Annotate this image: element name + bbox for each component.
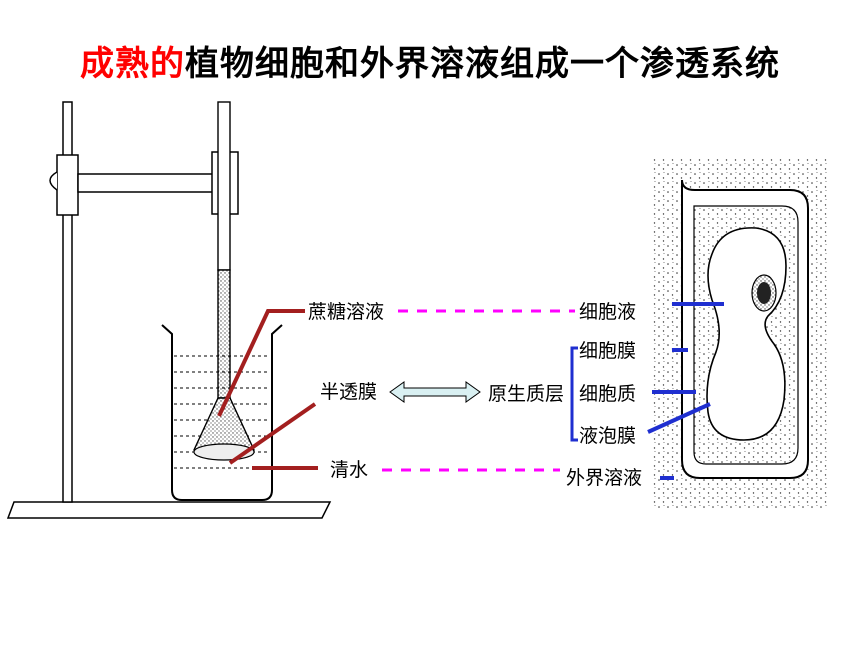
right-pointers <box>570 302 724 480</box>
label-sucrose-solution: 蔗糖溶液 <box>308 301 384 323</box>
plant-cell <box>652 158 827 508</box>
page-title: 成熟的植物细胞和外界溶液组成一个渗透系统 <box>0 36 860 85</box>
double-arrow-icon <box>389 381 481 403</box>
label-cell-sap: 细胞液 <box>579 301 636 323</box>
label-water: 清水 <box>330 459 368 481</box>
label-cell-membrane: 细胞膜 <box>579 340 636 362</box>
label-external-solution: 外界溶液 <box>566 467 642 489</box>
title-highlight: 成熟的 <box>80 44 185 84</box>
label-semipermeable-membrane: 半透膜 <box>320 381 377 403</box>
label-protoplasm-layer: 原生质层 <box>488 383 564 405</box>
label-cytoplasm: 细胞质 <box>579 383 636 405</box>
left-pointers <box>217 309 318 470</box>
glass-tube <box>217 101 231 399</box>
title-rest: 植物细胞和外界溶液组成一个渗透系统 <box>185 44 780 84</box>
label-tonoplast: 液泡膜 <box>579 425 636 447</box>
